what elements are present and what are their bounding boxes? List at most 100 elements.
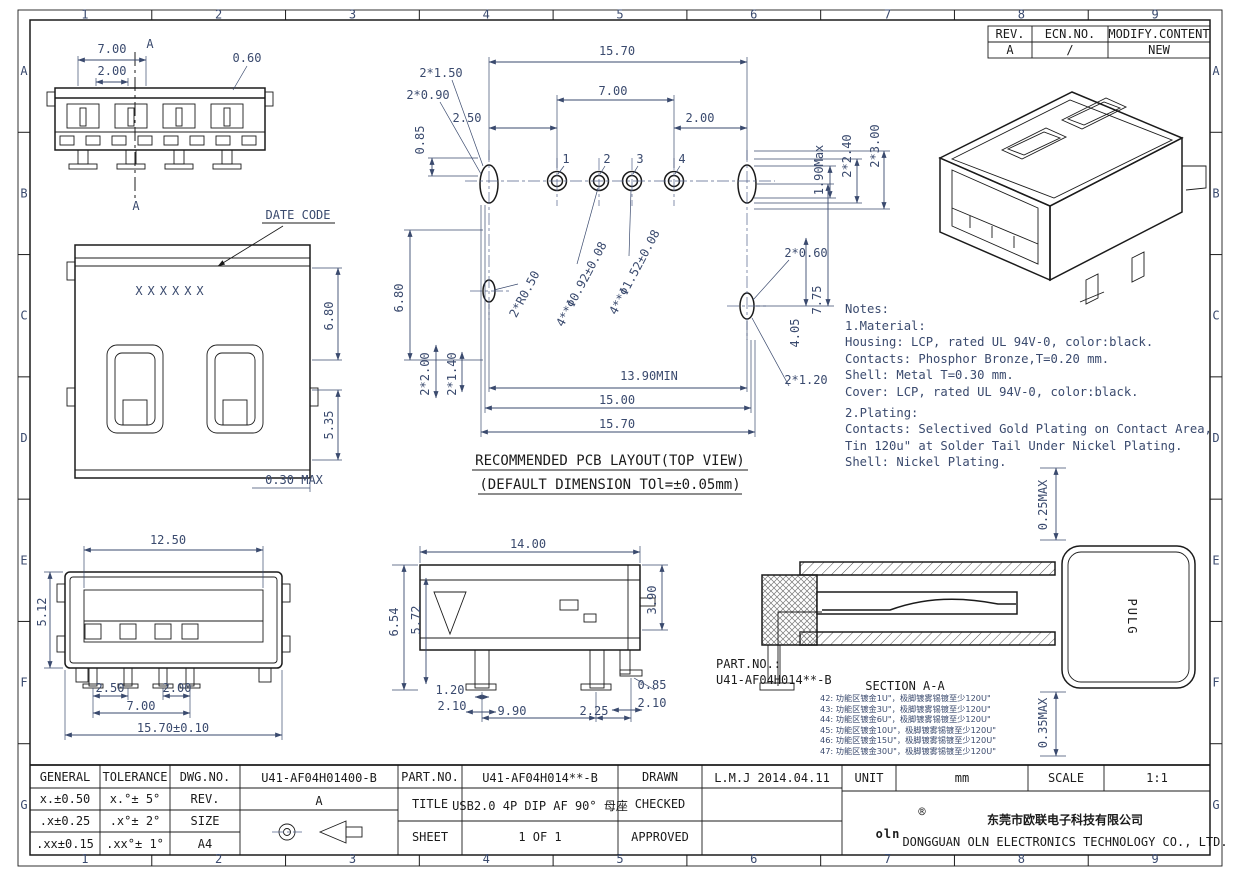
pin-number: 3 <box>636 152 643 166</box>
border-zone-label: D <box>20 431 27 445</box>
dim-label: 2.10 <box>438 699 467 713</box>
note-line: 1.Material: <box>845 318 926 333</box>
dim-label: 5.35 <box>322 411 336 440</box>
tb-drawn-value: L.M.J 2014.04.11 <box>714 771 830 785</box>
dim-label: 0.25MAX <box>1036 479 1050 530</box>
border-zone-label: E <box>20 553 27 567</box>
border-zone-label: B <box>1212 186 1219 200</box>
pcb-caption-line1: RECOMMENDED PCB LAYOUT(TOP VIEW) <box>475 453 745 469</box>
material-plating-notes: Notes:1.Material:Housing: LCP, rated UL … <box>845 301 1223 471</box>
pin-number: 1 <box>562 152 569 166</box>
dim-label: 13.90MIN <box>620 369 678 383</box>
plating-option: 43: 功能区镀金3U"，极脚镀雾锡镀至少120U" <box>820 703 991 714</box>
border-zone-label: A <box>20 64 28 78</box>
section-title: SECTION A-A <box>865 679 945 693</box>
tb-tol-row3-ang: .xx°± 1° <box>106 837 164 851</box>
border-zone-label: C <box>1212 309 1219 323</box>
mating-plug-outline <box>1061 545 1196 689</box>
date-code-leader <box>217 225 284 267</box>
note-line: Tin 120u" at Solder Tail Under Nickel Pl… <box>845 438 1183 453</box>
sheet-frame <box>17 9 1223 867</box>
tb-tol-row1-ang: x.°± 5° <box>110 792 161 806</box>
dim-label: 2*0.60 <box>784 246 827 260</box>
border-zone-label: 2 <box>215 8 222 22</box>
dim-label: 2.10 <box>638 696 667 710</box>
pcb-caption-line2: (DEFAULT DIMENSION TOl=±0.05mm) <box>479 477 740 493</box>
tb-scale-label: SCALE <box>1048 771 1084 785</box>
border-zone-label: G <box>1212 798 1219 812</box>
oln-logo-text: oln <box>876 827 901 841</box>
modify-value: NEW <box>1148 43 1170 57</box>
dim-label: 2.25 <box>580 704 609 718</box>
dim-label: 4.05 <box>788 319 802 348</box>
note-line: Housing: LCP, rated UL 94V-0, color:blac… <box>845 335 1154 350</box>
pcb-dimension-lines <box>404 57 890 437</box>
company-name-en: DONGGUAN OLN ELECTRONICS TECHNOLOGY CO.,… <box>902 835 1227 849</box>
section-marker-a-bottom: A <box>132 199 140 213</box>
dim-label: 7.75 <box>810 286 824 315</box>
note-line: 2.Plating: <box>845 405 919 420</box>
tb-unit-value: mm <box>955 771 969 785</box>
dim-label: 2.00 <box>163 681 192 695</box>
dim-label: 2*2.00 <box>418 352 432 395</box>
plating-option: 45: 功能区镀金10U"，极脚镀雾锡镀至少120U" <box>820 724 996 735</box>
tb-dwg-no-label: DWG.NO. <box>180 770 231 784</box>
section-part-no-value: U41-AF04H014**-B <box>716 673 832 687</box>
border-zone-label: 5 <box>616 852 623 866</box>
tb-tol-row2-ang: .x°± 2° <box>110 814 161 828</box>
border-zone-label: 4 <box>483 8 490 22</box>
title-block: GENERAL TOLERANCE x.±0.50 x.°± 5° .x±0.2… <box>30 764 1228 855</box>
border-zone-label: D <box>1212 431 1219 445</box>
dim-label: 12.50 <box>150 533 186 547</box>
dim-label: 2*0.90 <box>406 88 449 102</box>
tb-sheet-value: 1 OF 1 <box>518 830 561 844</box>
tb-title-label: TITLE <box>412 797 448 811</box>
dim-label: 2.00 <box>98 64 127 78</box>
view-isometric <box>938 91 1207 305</box>
tb-scale-value: 1:1 <box>1146 771 1168 785</box>
dim-label: 5.12 <box>35 598 49 627</box>
rev-col-header: REV. <box>996 27 1025 41</box>
dim-label: 1.90Max <box>812 145 826 196</box>
tb-tolerance-header: TOLERANCE <box>102 770 167 784</box>
border-zone-label: E <box>1212 553 1219 567</box>
dim-label: 15.70 <box>599 417 635 431</box>
border-zone-label: C <box>20 309 27 323</box>
plating-option: 46: 功能区镀金15U"，极脚镀雾锡镀至少120U" <box>820 735 996 746</box>
border-zone-label: 5 <box>616 8 623 22</box>
tb-part-no-label: PART.NO. <box>401 770 459 784</box>
border-zone-label: G <box>20 798 27 812</box>
note-line: Shell: Metal T=0.30 mm. <box>845 368 1014 383</box>
tb-rev-value: A <box>315 794 323 808</box>
dim-label: 7.00 <box>98 42 127 56</box>
dim-label: 1.20 <box>436 683 465 697</box>
border-zone-label: 6 <box>750 8 757 22</box>
note-line: Contacts: Selectived Gold Plating on Con… <box>845 422 1212 437</box>
dim-label: 14.00 <box>510 537 546 551</box>
border-zone-label: A <box>1212 64 1220 78</box>
border-zone-label: 4 <box>483 852 490 866</box>
dim-label: 6.80 <box>322 302 336 331</box>
projection-symbol <box>272 820 363 844</box>
registered-mark-icon: ® <box>918 805 926 819</box>
dim-label: 2.00 <box>686 111 715 125</box>
dim-label: 7.00 <box>599 84 628 98</box>
tb-tol-row3-lin: .xx±0.15 <box>36 837 94 851</box>
border-zone-label: 6 <box>750 852 757 866</box>
pin-number: 2 <box>603 152 610 166</box>
dim-label: 0.30 MAX <box>265 473 324 487</box>
dim-label: 2*1.50 <box>419 66 462 80</box>
tb-drawn-label: DRAWN <box>642 770 678 784</box>
note-line: Contacts: Phosphor Bronze,T=0.20 mm. <box>845 351 1110 366</box>
revision-table: REV. ECN.NO. MODIFY.CONTENT A / NEW <box>987 25 1211 59</box>
dim-label: 5.72 <box>409 606 423 635</box>
